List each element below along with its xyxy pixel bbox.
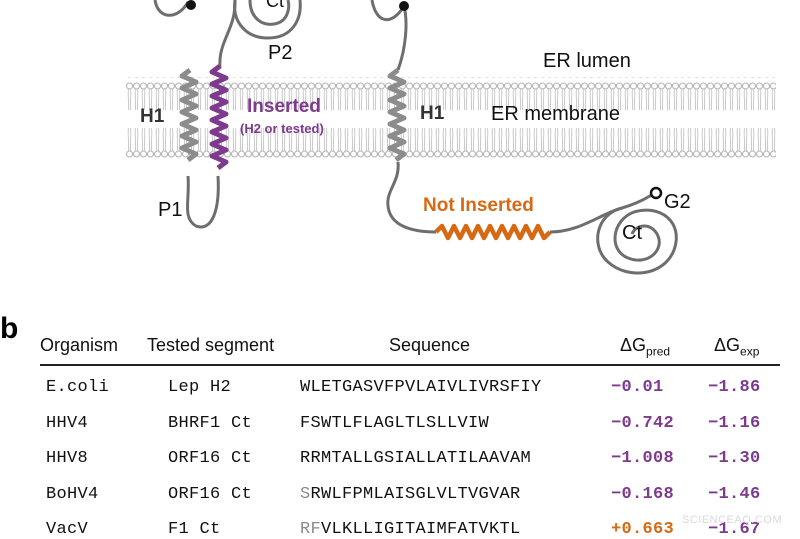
cell-dg-exp: −1.46 xyxy=(708,484,761,504)
ct-spiral-bottom xyxy=(596,206,678,275)
inserted-helix xyxy=(209,64,229,170)
inserted-sublabel: (H2 or tested) xyxy=(240,121,324,136)
ct-label-bottom: Ct xyxy=(622,222,642,244)
cell-organism: HHV4 xyxy=(46,413,89,433)
cell-dg-pred: −1.008 xyxy=(611,449,675,468)
p2-loop xyxy=(218,0,237,69)
header-sequence: Sequence xyxy=(389,335,471,355)
cell-tested-segment: Lep H2 xyxy=(168,378,232,397)
ct-label-top: Ct xyxy=(266,0,284,11)
header-tested-segment: Tested segment xyxy=(147,335,275,355)
cell-tested-segment: ORF16 Ct xyxy=(168,449,253,468)
cell-sequence: FSWTLFLAGLTLSLLVIW xyxy=(300,414,489,433)
p1-loop xyxy=(186,175,220,229)
cytosolic-linker xyxy=(386,161,437,234)
er-lumen-label: ER lumen xyxy=(543,50,631,72)
ct-spiral-top xyxy=(233,0,302,40)
er-membrane-label: ER membrane xyxy=(491,103,620,125)
cell-sequence: WLETGASVFPVLAIVLIVRSFIY xyxy=(300,378,542,397)
cell-dg-pred: −0.742 xyxy=(611,413,675,433)
h1-left-helix xyxy=(179,68,199,162)
cell-dg-exp: −1.16 xyxy=(708,413,761,433)
g2-tag xyxy=(649,186,663,200)
inserted-label: Inserted xyxy=(247,96,321,117)
header-dg-pred: ΔGpred xyxy=(620,335,671,359)
header-dg-exp: ΔGexp xyxy=(714,335,760,359)
er-membrane-bilayer xyxy=(126,77,776,162)
p2-label: P2 xyxy=(268,42,293,64)
cell-dg-pred: −0.01 xyxy=(611,378,664,397)
cell-dg-pred: −0.168 xyxy=(611,484,675,504)
cell-organism: BoHV4 xyxy=(46,484,99,504)
table-header-rule xyxy=(40,364,780,366)
panel-letter-b: b xyxy=(0,312,19,345)
protein-backbone-left xyxy=(153,0,190,17)
sequence-core: RWLFPMLAISGLVLTVGVAR xyxy=(310,484,521,504)
cell-tested-segment: ORF16 Ct xyxy=(168,484,253,504)
sequence-core: FSWTLFLAGLTLSLLVIW xyxy=(300,413,490,433)
cell-organism: HHV8 xyxy=(46,449,89,468)
cell-organism: E.coli xyxy=(46,378,110,397)
cell-tested-segment: BHRF1 Ct xyxy=(168,413,253,433)
not-inserted-helix xyxy=(434,223,552,241)
cell-sequence: RRMTALLGSIALLATILAAVAM xyxy=(300,449,531,468)
cell-dg-exp: −1.86 xyxy=(708,378,761,397)
glycosylation-site-left xyxy=(186,0,196,10)
membrane-topology-diagram xyxy=(126,0,776,275)
glycosylation-site-right xyxy=(399,1,409,11)
watermark: SCIENCEAQ.COM xyxy=(681,514,782,526)
sequence-core: WLETGASVFPVLAIVLIVRSFIY xyxy=(300,378,542,397)
protein-backbone-right xyxy=(370,0,408,71)
header-organism: Organism xyxy=(40,335,119,355)
cell-sequence: SRWLFPMLAISGLVLTVGVAR xyxy=(300,485,521,504)
g2-label: G2 xyxy=(664,191,691,213)
h1-right-helix xyxy=(387,68,407,162)
h1-left-label: H1 xyxy=(140,106,165,127)
h1-right-label: H1 xyxy=(420,103,445,124)
sequence-core: RRMTALLGSIALLATILAAVAM xyxy=(300,449,532,468)
cell-dg-exp: −1.30 xyxy=(708,449,761,468)
sequence-flank: S xyxy=(300,484,311,504)
p1-label: P1 xyxy=(158,199,183,221)
not-inserted-label: Not Inserted xyxy=(423,195,534,216)
